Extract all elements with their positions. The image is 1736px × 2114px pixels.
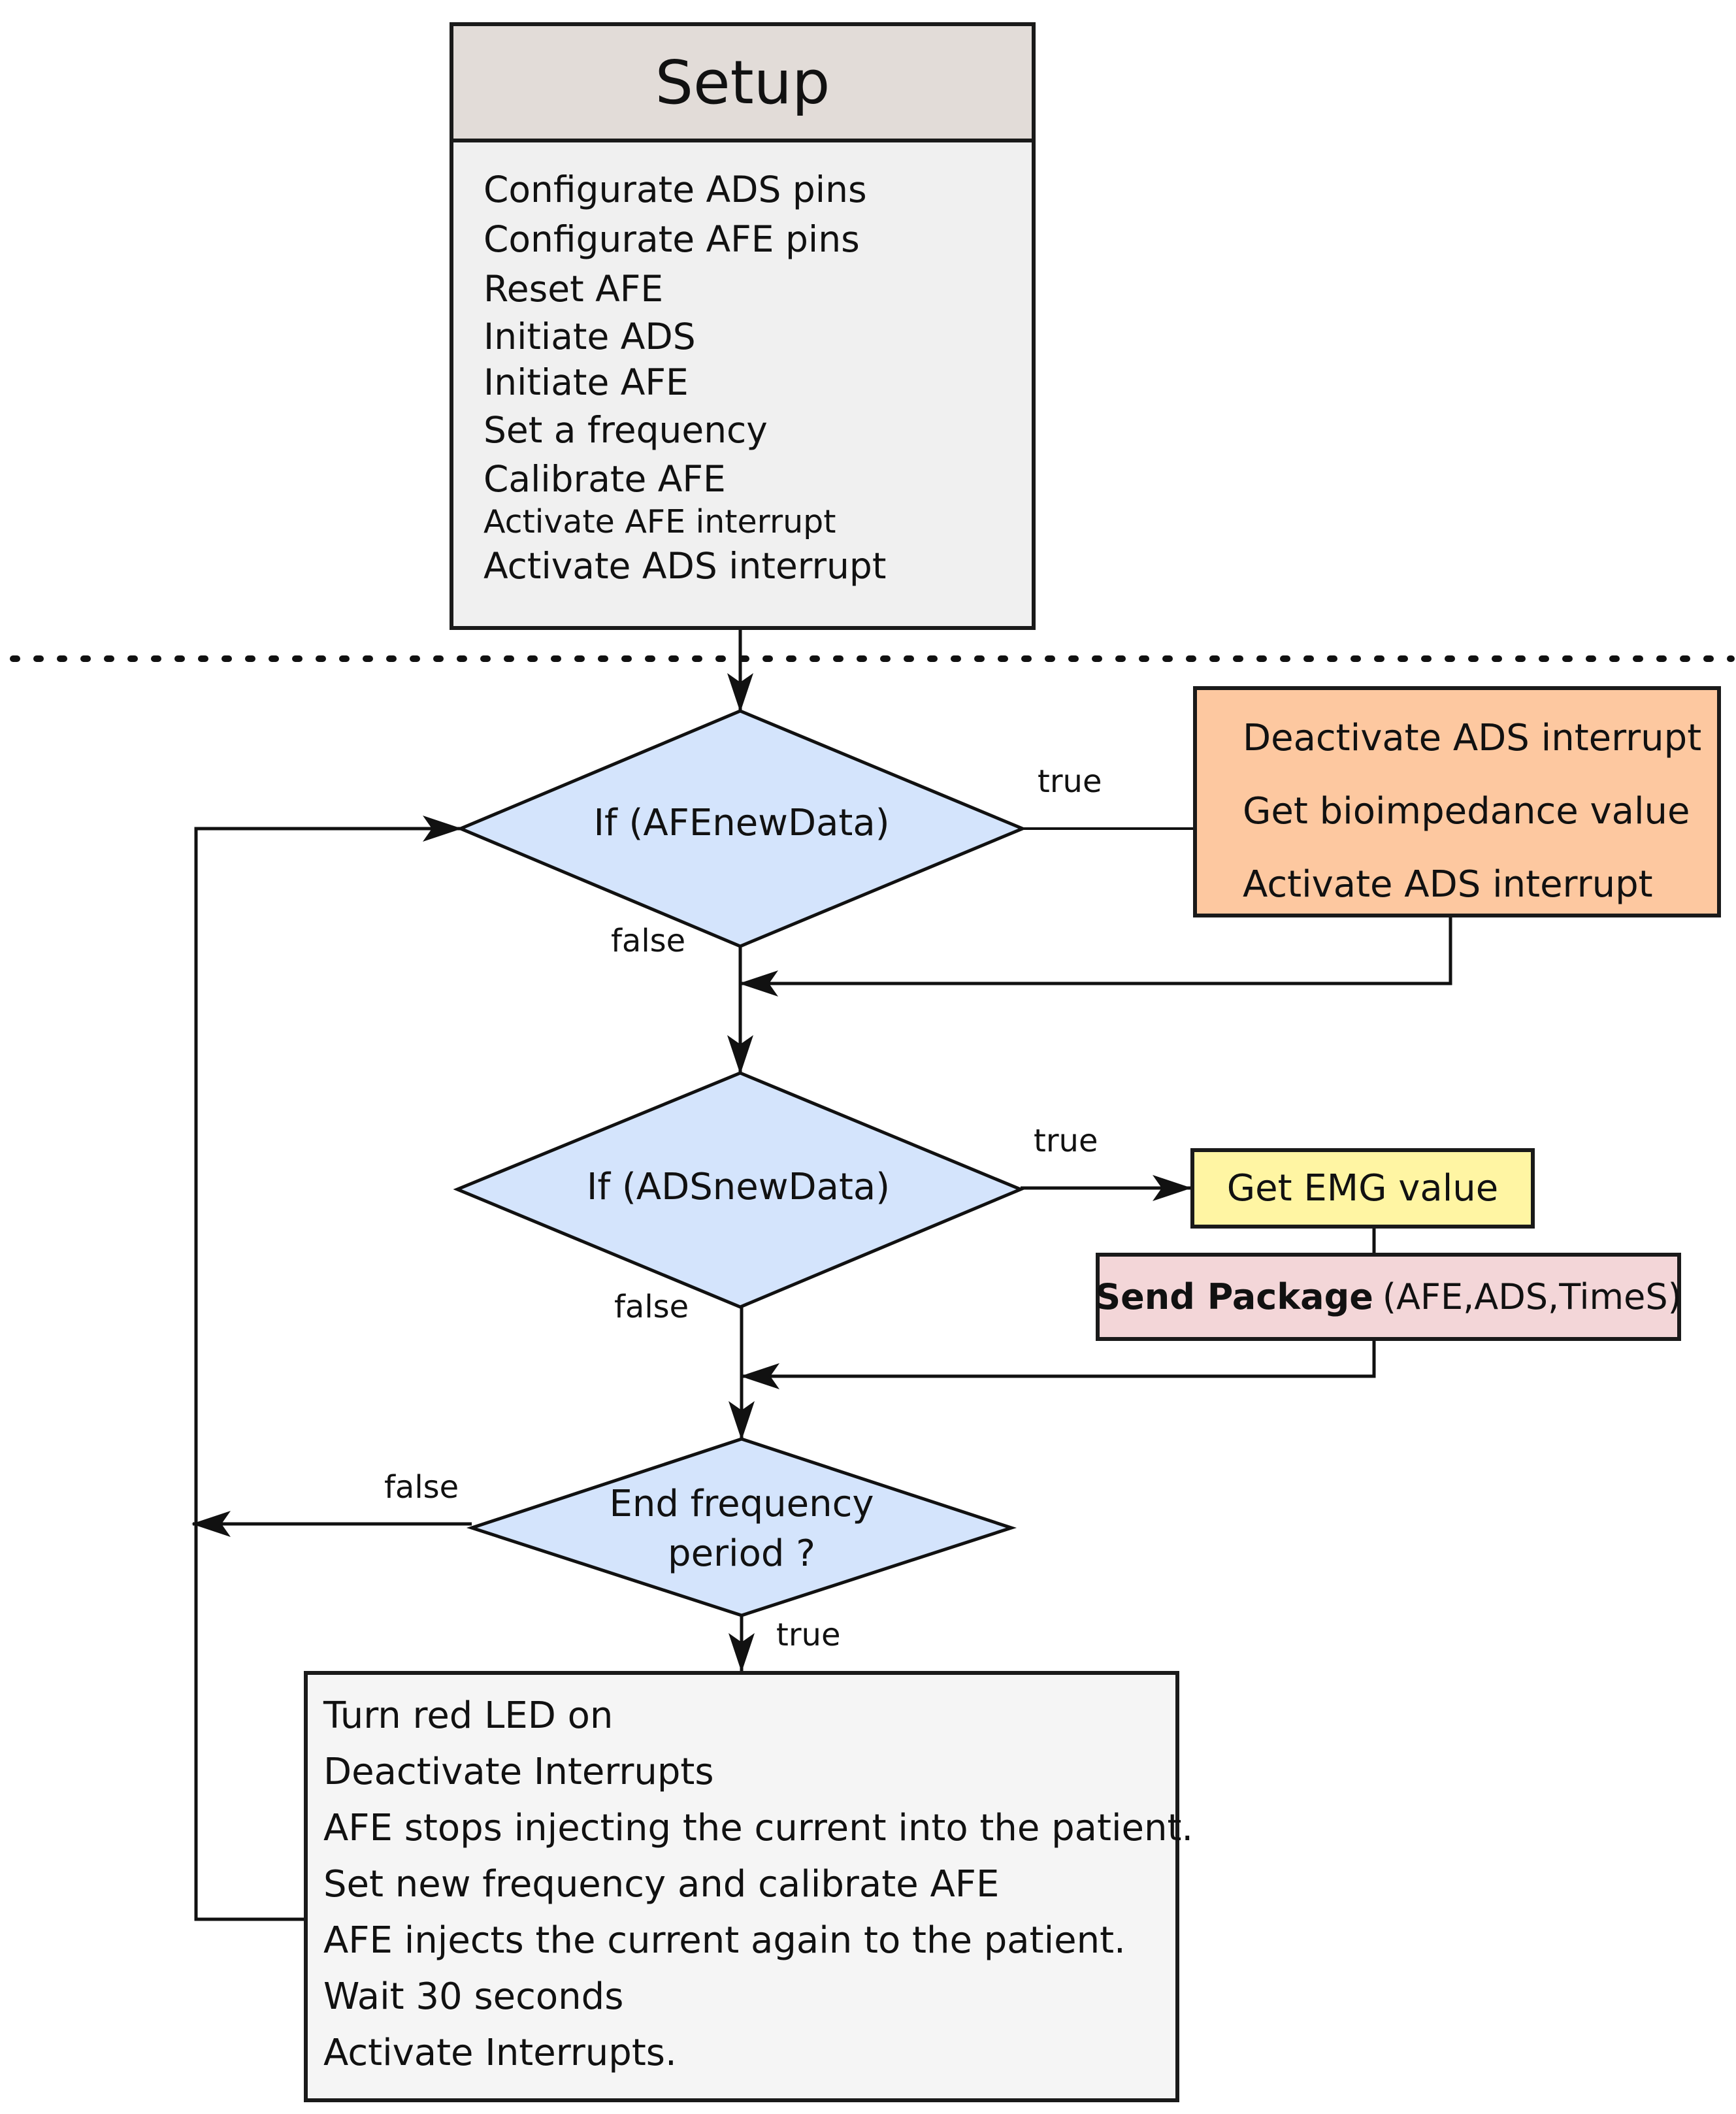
connector-afe-return	[739, 917, 1452, 997]
decision-end-line2: period ?	[668, 1532, 815, 1575]
end-action: Deactivate Interrupts	[323, 1751, 714, 1793]
decision-afe-text: If (AFEnewData)	[593, 802, 890, 844]
setup-step: Reset AFE	[483, 268, 664, 310]
setup-step: Activate AFE interrupt	[483, 503, 836, 540]
afe-action: Deactivate ADS interrupt	[1243, 717, 1702, 759]
decision-afe-false-label: false	[611, 923, 686, 959]
send-package-box: Send Package (AFE,ADS,TimeS)	[1095, 1253, 1682, 1341]
setup-step: Activate ADS interrupt	[483, 545, 887, 587]
end-action: Set new frequency and calibrate AFE	[323, 1863, 1000, 1906]
end-action: Activate Interrupts.	[323, 2032, 677, 2074]
afe-action: Get bioimpedance value	[1243, 790, 1690, 833]
send-package-args: (AFE,ADS,TimeS)	[1382, 1276, 1682, 1317]
setup-step: Initiate AFE	[483, 361, 689, 403]
get-emg-box: Get EMG value	[1190, 1148, 1535, 1229]
afe-action: Activate ADS interrupt	[1243, 863, 1653, 906]
end-action: Turn red LED on	[323, 1694, 614, 1737]
decision-end-true-label: true	[776, 1617, 841, 1653]
decision-afe-true-label: true	[1038, 763, 1102, 800]
decision-ads-text: If (ADSnewData)	[586, 1166, 891, 1208]
end-action: Wait 30 seconds	[323, 1975, 624, 2018]
setup-steps: Configurate ADS pins Configurate AFE pin…	[453, 142, 1032, 591]
setup-step: Initiate ADS	[483, 316, 696, 357]
decision-end-text: End frequency period ?	[546, 1479, 938, 1579]
afe-actions-box: Deactivate ADS interrupt Get bioimpedanc…	[1193, 686, 1721, 917]
setup-step: Configurate ADS pins	[483, 169, 867, 210]
setup-step: Calibrate AFE	[483, 458, 726, 500]
setup-title: Setup	[453, 26, 1032, 142]
setup-step: Configurate AFE pins	[483, 218, 860, 260]
end-action: AFE injects the current again to the pat…	[323, 1919, 1126, 1962]
send-package-label: Send Package	[1095, 1276, 1373, 1317]
setup-step: Set a frequency	[483, 409, 768, 451]
end-period-actions-box: Turn red LED on Deactivate Interrupts AF…	[304, 1671, 1194, 2102]
connector-loop-back	[194, 816, 462, 1921]
end-action: AFE stops injecting the current into the…	[323, 1807, 1194, 1849]
setup-box: Setup Configurate ADS pins Configurate A…	[450, 22, 1036, 630]
decision-ads-false-label: false	[614, 1289, 689, 1325]
decision-ads-true-label: true	[1034, 1123, 1098, 1159]
connector-send-return	[740, 1341, 1376, 1389]
decision-end-line1: End frequency	[609, 1483, 874, 1525]
decision-end-false-label: false	[384, 1469, 459, 1506]
